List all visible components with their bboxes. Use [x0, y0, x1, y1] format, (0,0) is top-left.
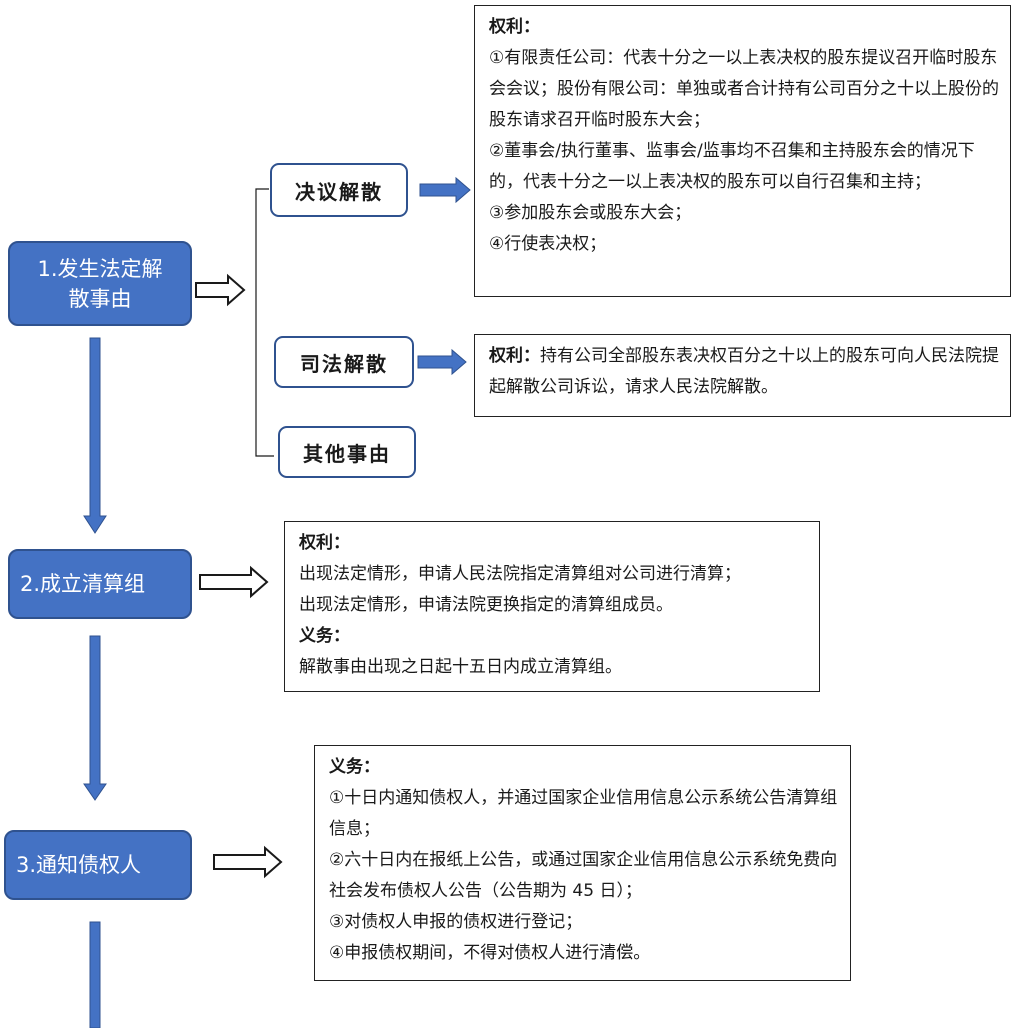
- branch-resolution-label: 决议解散: [295, 179, 383, 204]
- hollow-arrow-1: [195, 273, 246, 307]
- note-judicial-heading: 权利：: [489, 346, 540, 366]
- note-creditors-duty-3: ③对债权人申报的债权进行登记；: [329, 912, 583, 932]
- step-2-box: 2.成立清算组: [8, 549, 192, 619]
- down-arrow-1: [83, 337, 107, 534]
- step-1-label: 1.发生法定解散事由: [37, 256, 163, 311]
- branch-other: 其他事由: [278, 426, 416, 478]
- note-judicial-text: 持有公司全部股东表决权百分之十以上的股东可向人民法院提起解散公司诉讼，请求人民法…: [489, 346, 999, 397]
- note-liquidation-right-2: 出现法定情形，申请法院更换指定的清算组成员。: [299, 595, 673, 615]
- note-liquidation-duties-heading: 义务：: [299, 626, 350, 646]
- branch-judicial: 司法解散: [274, 336, 414, 388]
- note-liquidation-duty-1: 解散事由出现之日起十五日内成立清算组。: [299, 657, 622, 677]
- note-creditors: 义务： ①十日内通知债权人，并通过国家企业信用信息公示系统公告清算组信息； ②六…: [314, 745, 851, 981]
- note-liquidation: 权利： 出现法定情形，申请人民法院指定清算组对公司进行清算； 出现法定情形，申请…: [284, 521, 820, 692]
- branch-judicial-label: 司法解散: [300, 351, 388, 376]
- hollow-arrow-3: [213, 845, 283, 879]
- note-creditors-duty-4: ④申报债权期间，不得对债权人进行清偿。: [329, 943, 651, 963]
- branch-bracket: [255, 188, 274, 457]
- note-liquidation-rights-heading: 权利：: [299, 533, 350, 553]
- hollow-arrow-2: [199, 565, 269, 599]
- note-creditors-duty-2: ②六十日内在报纸上公告，或通过国家企业信用信息公示系统免费向社会发布债权人公告（…: [329, 850, 838, 901]
- step-3-label: 3.通知债权人: [16, 853, 142, 877]
- step-1-box: 1.发生法定解散事由: [8, 241, 192, 326]
- note-liquidation-right-1: 出现法定情形，申请人民法院指定清算组对公司进行清算；: [299, 564, 741, 584]
- note-resolution-line-3: ③参加股东会或股东大会；: [489, 203, 692, 223]
- branch-resolution: 决议解散: [270, 163, 408, 217]
- step-3-box: 3.通知债权人: [4, 830, 192, 900]
- note-resolution-line-2: ②董事会/执行董事、监事会/监事均不召集和主持股东会的情况下的，代表十分之一以上…: [489, 141, 975, 192]
- note-creditors-duty-1: ①十日内通知债权人，并通过国家企业信用信息公示系统公告清算组信息；: [329, 788, 838, 839]
- note-judicial-rights: 权利：持有公司全部股东表决权百分之十以上的股东可向人民法院提起解散公司诉讼，请求…: [474, 334, 1011, 417]
- step-2-label: 2.成立清算组: [20, 572, 146, 596]
- branch-arrow-1: [419, 176, 471, 204]
- branch-other-label: 其他事由: [303, 441, 391, 466]
- down-arrow-3: [89, 921, 101, 1028]
- note-creditors-duties-heading: 义务：: [329, 757, 380, 777]
- down-arrow-2: [83, 635, 107, 801]
- note-resolution-heading: 权利：: [489, 17, 540, 37]
- note-resolution-line-1: ①有限责任公司：代表十分之一以上表决权的股东提议召开临时股东会会议；股份有限公司…: [489, 48, 999, 130]
- note-resolution-line-4: ④行使表决权；: [489, 234, 607, 254]
- branch-arrow-2: [417, 348, 467, 376]
- note-resolution-rights: 权利： ①有限责任公司：代表十分之一以上表决权的股东提议召开临时股东会会议；股份…: [474, 5, 1011, 297]
